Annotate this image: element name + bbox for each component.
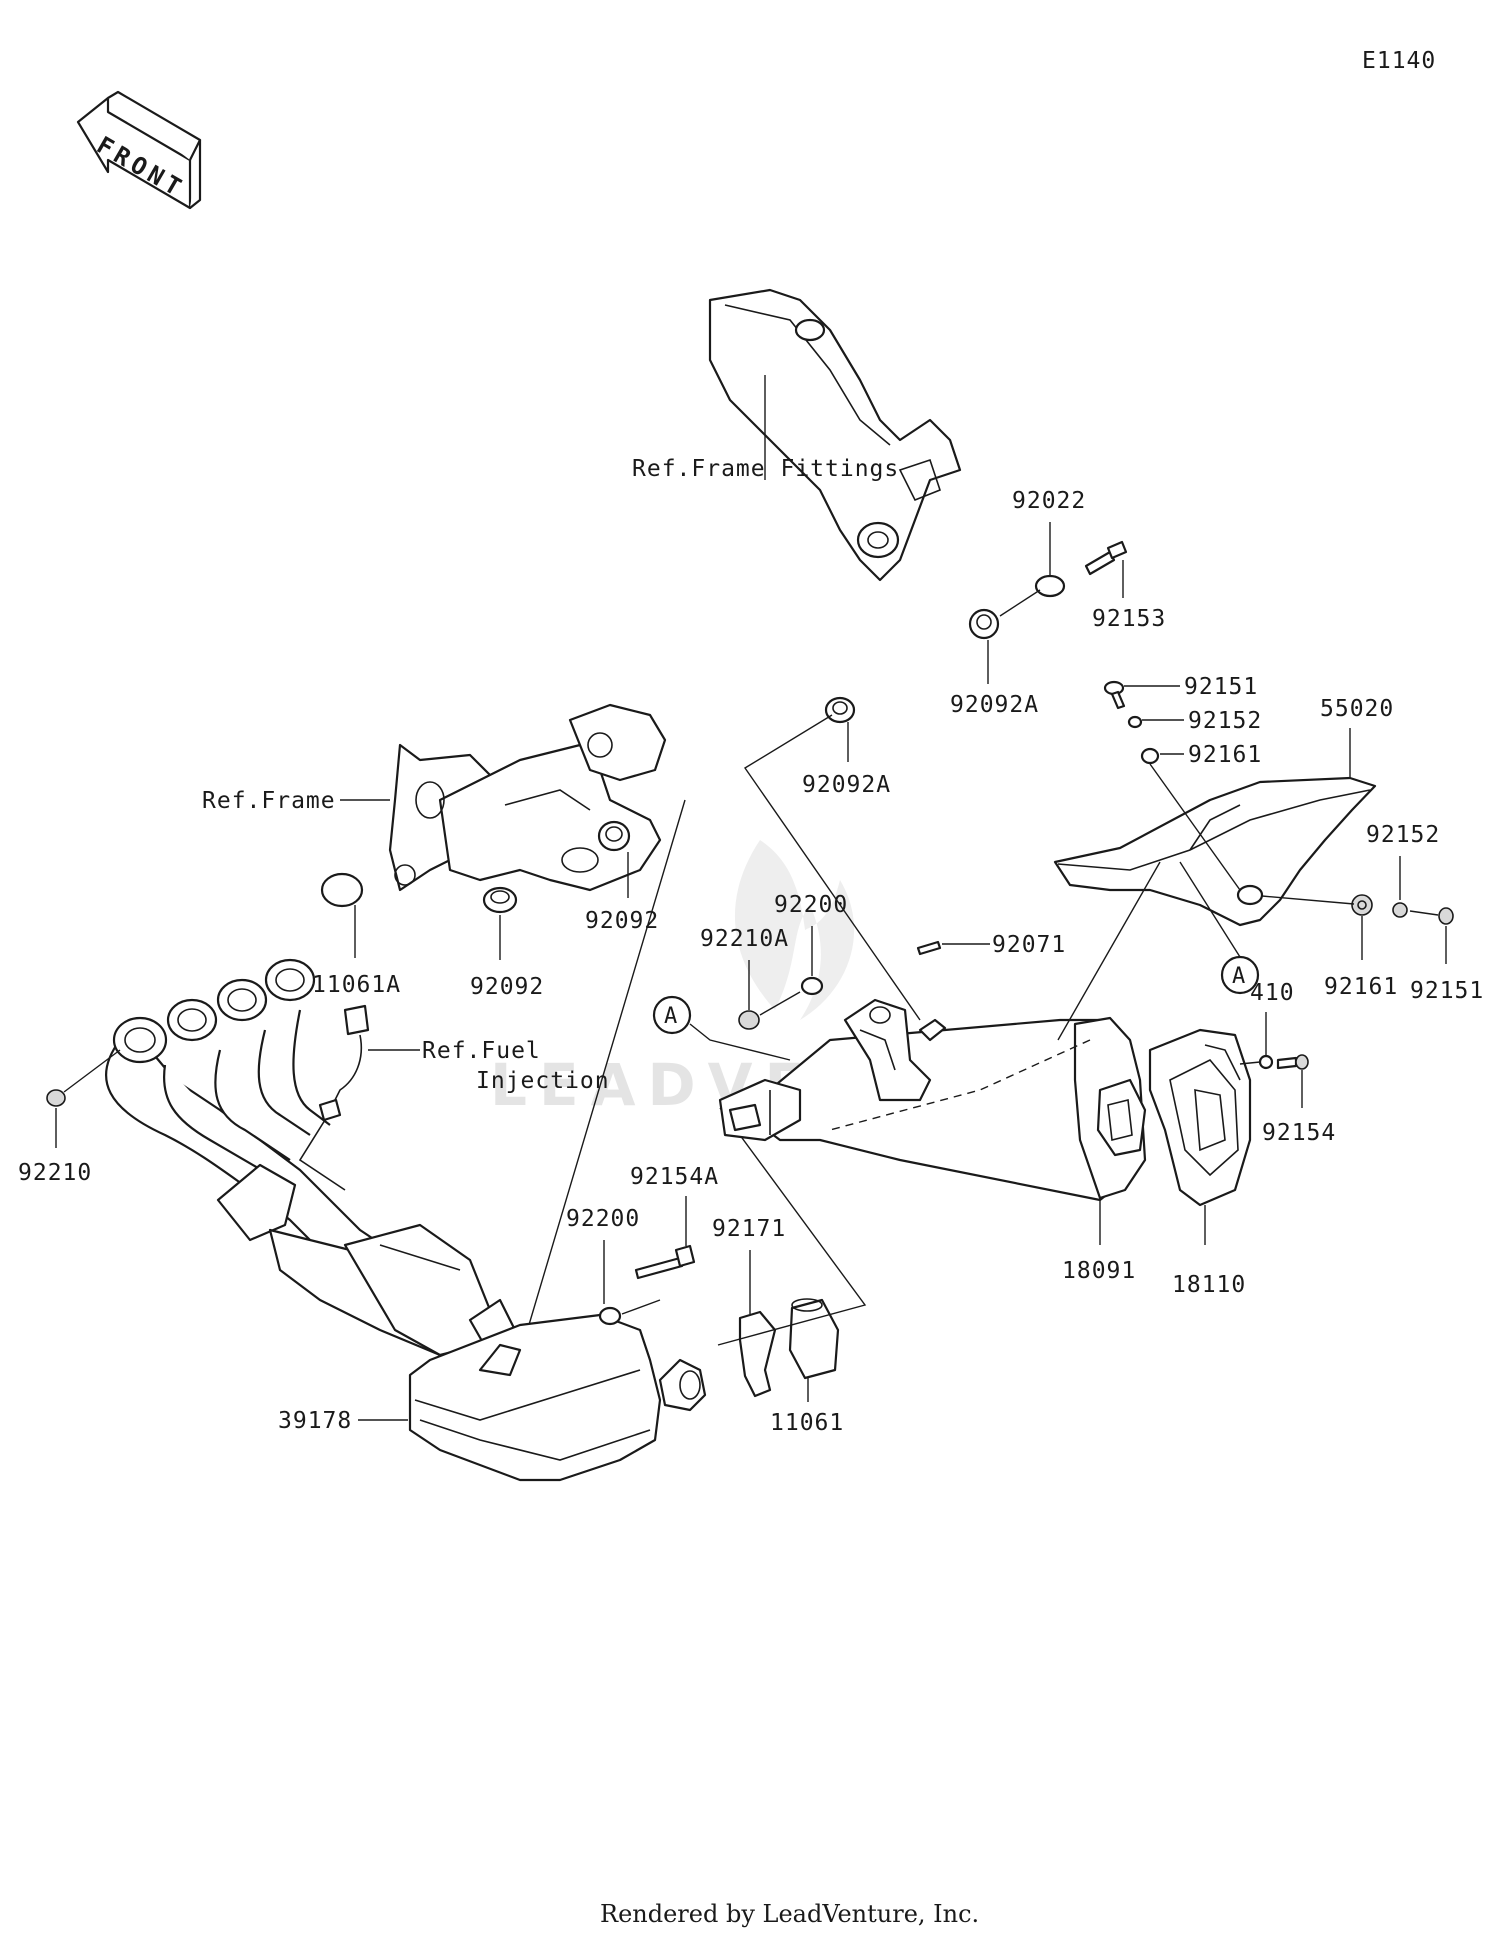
axis-92154A: [621, 1299, 661, 1315]
damper-92092A-low: [824, 696, 856, 724]
label-11061: 11061: [770, 1410, 844, 1436]
label-55020: 55020: [1320, 696, 1394, 722]
washer-92152-r: [1392, 902, 1408, 918]
end-cap-18110: [1148, 1028, 1252, 1207]
leader-shield-to-muffler: [1057, 861, 1161, 1041]
ref-frame-fittings: Ref.Frame Fittings: [632, 456, 899, 482]
label-92151-top: 92151: [1184, 674, 1258, 700]
axis-right-hardware: [1261, 895, 1355, 905]
screw-92151-r: [1438, 907, 1454, 925]
label-92210A: 92210A: [700, 926, 789, 952]
diagram-code: E1140: [1362, 48, 1436, 74]
callout-a-left: A: [652, 995, 692, 1035]
label-92154A: 92154A: [630, 1164, 719, 1190]
leader-92210-line: [63, 1049, 121, 1093]
o2-sensor: [298, 1004, 370, 1191]
frame-section: [388, 703, 667, 892]
washer-410: [1258, 1054, 1274, 1070]
label-92161-r: 92161: [1324, 974, 1398, 1000]
clamp-92171: [738, 1310, 777, 1398]
label-92071: 92071: [992, 932, 1066, 958]
axis-line-top: [999, 589, 1041, 617]
nut-92210A: [738, 1010, 760, 1030]
muffler-18091: [718, 998, 1147, 1202]
front-arrow-icon: FRONT: [76, 90, 202, 210]
label-92171: 92171: [712, 1216, 786, 1242]
leader-frame-to-chamber: [519, 799, 686, 1356]
label-11061A: 11061A: [312, 972, 401, 998]
exhaust-header: [104, 958, 517, 1357]
nut-92210: [46, 1089, 66, 1107]
damper-92092-b: [597, 820, 631, 852]
washer-92200-low: [598, 1306, 622, 1326]
pin-92071: [916, 940, 942, 956]
damper-92092-a: [482, 886, 518, 914]
label-92200-top: 92200: [774, 892, 848, 918]
label-92092-a: 92092: [470, 974, 544, 1000]
screw-92154: [1276, 1054, 1309, 1070]
callout-a-right-text: A: [1232, 964, 1245, 989]
bolt-92153: [1084, 540, 1128, 576]
axis-410: [1239, 1061, 1261, 1065]
ref-fuel-line1: Ref.Fuel: [422, 1038, 541, 1064]
label-92092A-low: 92092A: [802, 772, 891, 798]
leader-callout-a-left: [689, 1023, 791, 1061]
label-92151-r: 92151: [1410, 978, 1484, 1004]
label-410: 410: [1250, 980, 1295, 1006]
leader-bracket-assembly: [744, 714, 921, 1021]
label-92092-b: 92092: [585, 908, 659, 934]
leader-clamp-assembly: [717, 1107, 867, 1346]
gasket-11061: [788, 1298, 840, 1380]
washer-92152-top: [1127, 715, 1143, 729]
gasket-11061A: [320, 872, 364, 908]
label-92092A-top: 92092A: [950, 692, 1039, 718]
label-18091: 18091: [1062, 1258, 1136, 1284]
label-39178: 39178: [278, 1408, 352, 1434]
label-92200-low: 92200: [566, 1206, 640, 1232]
footer-credit: Rendered by LeadVenture, Inc.: [600, 1900, 979, 1928]
axis-right-hardware-2: [1409, 910, 1439, 916]
damper-92092A-top: [968, 608, 1000, 640]
bolt-92154A: [634, 1244, 696, 1280]
label-92210: 92210: [18, 1160, 92, 1186]
washer-92200-top: [800, 976, 824, 996]
axis-screws-top: [1149, 763, 1241, 891]
label-92152-r: 92152: [1366, 822, 1440, 848]
label-92153: 92153: [1092, 606, 1166, 632]
ref-frame: Ref.Frame: [202, 788, 336, 814]
ref-fuel-line2: Injection: [476, 1068, 610, 1094]
callout-a-right: A: [1220, 955, 1260, 995]
frame-fittings-bracket: [708, 288, 962, 582]
label-18110: 18110: [1172, 1272, 1246, 1298]
grommet-92161-r: [1351, 894, 1373, 916]
label-92152-top: 92152: [1188, 708, 1262, 734]
pre-chamber-39178: [408, 1313, 707, 1482]
washer-92022: [1034, 574, 1066, 598]
label-92161-top: 92161: [1188, 742, 1262, 768]
heat-shield-55020: [1053, 776, 1377, 927]
grommet-92161-top: [1140, 747, 1160, 765]
label-92022: 92022: [1012, 488, 1086, 514]
screw-92151-top: [1103, 680, 1126, 710]
label-92154: 92154: [1262, 1120, 1336, 1146]
callout-a-left-text: A: [664, 1004, 677, 1029]
leader-callout-a-right: [1179, 861, 1241, 958]
axis-92210A: [759, 991, 801, 1016]
